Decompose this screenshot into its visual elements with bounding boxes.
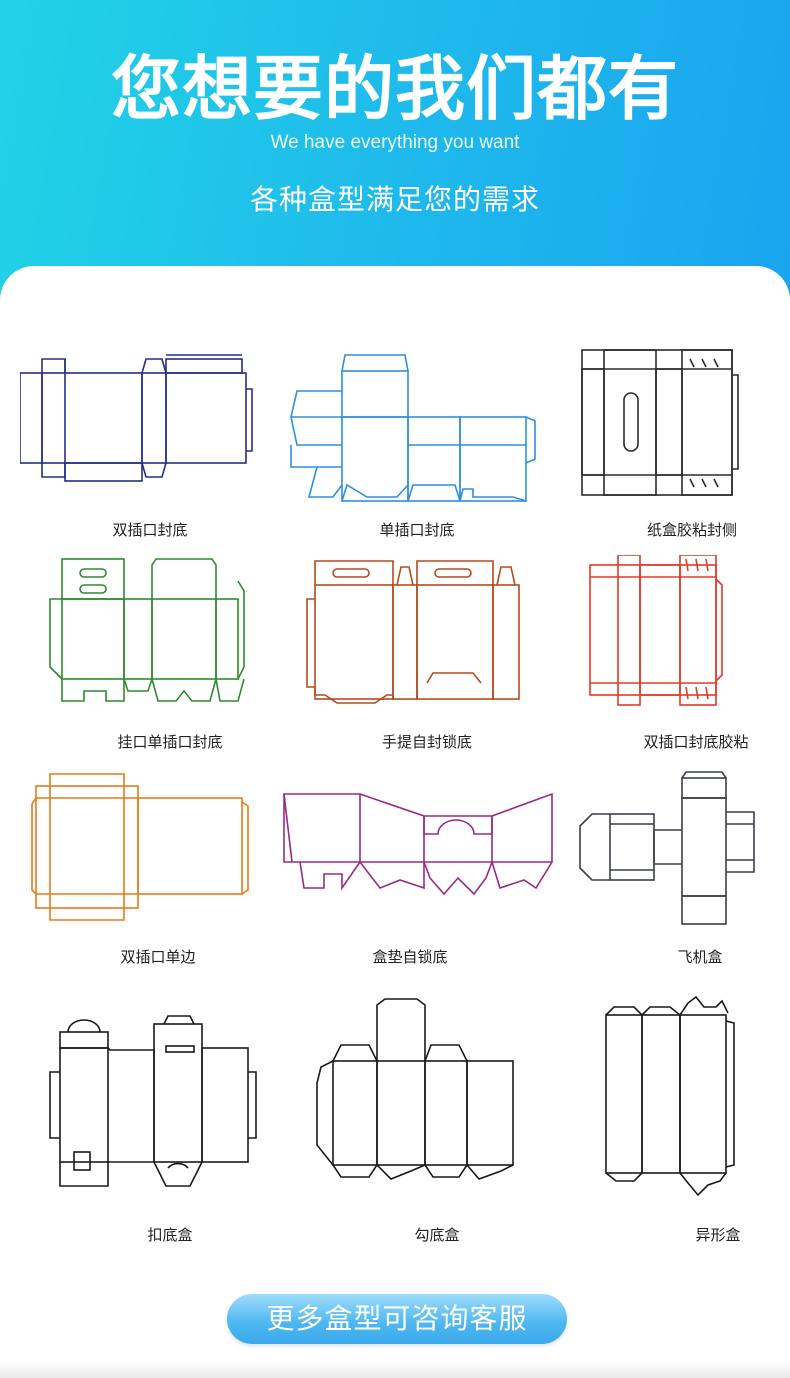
hook-bottom-box-dieline-icon: [316, 998, 514, 1180]
contact-service-button[interactable]: 更多盒型可咨询客服: [227, 1294, 567, 1344]
double-tuck-bottom-dieline-icon: [20, 354, 253, 482]
double-tuck-glued-dieline-icon: [589, 555, 723, 706]
page-title: 您想要的我们都有: [111, 48, 679, 130]
bottom-shade: [0, 1362, 790, 1378]
box-type-label: 双插口封底胶粘: [643, 733, 749, 751]
box-type-card: 盒垫自锁底: [280, 770, 553, 970]
box-type-label: 纸盒胶粘封侧: [646, 521, 737, 539]
special-shape-box-dieline-icon: [605, 995, 735, 1197]
handle-lock-bottom-dieline-icon: [306, 560, 520, 704]
box-type-label: 双插口封底: [112, 521, 188, 539]
box-type-card: 手提自封锁底: [297, 555, 557, 755]
box-type-card: 飞机盒: [570, 770, 790, 970]
insert-lock-bottom-dieline-icon: [283, 792, 553, 896]
box-type-label: 飞机盒: [677, 948, 723, 966]
box-type-label: 双插口单边: [120, 948, 196, 966]
box-type-label: 勾底盒: [414, 1226, 460, 1244]
box-type-card: 异形盒: [588, 985, 790, 1250]
snap-bottom-box-dieline-icon: [49, 1015, 257, 1187]
page-tagline: 各种盒型满足您的需求: [249, 183, 540, 216]
box-type-card: 纸盒胶粘封侧: [562, 345, 790, 545]
box-type-card: 双插口封底: [20, 345, 280, 545]
box-type-label: 单插口封底: [379, 521, 455, 539]
box-type-label: 手提自封锁底: [381, 733, 472, 751]
box-type-card: 双插口封底胶粘: [566, 555, 790, 755]
mailer-box-dieline-icon: [579, 771, 755, 925]
box-type-label: 异形盒: [695, 1226, 741, 1244]
page-subtitle: We have everything you want: [270, 132, 520, 153]
single-tuck-bottom-dieline-icon: [290, 354, 536, 502]
box-type-card: 双插口单边: [28, 770, 288, 970]
box-type-card: 扣底盒: [40, 1010, 300, 1250]
box-type-panel: [0, 266, 790, 1378]
box-type-label: 盒垫自锁底: [372, 948, 448, 966]
hang-tab-single-tuck-dieline-icon: [49, 558, 245, 702]
box-type-card: 勾底盒: [307, 995, 567, 1250]
double-tuck-single-side-dieline-icon: [31, 773, 249, 921]
glued-side-dieline-icon: [581, 349, 739, 496]
box-type-label: 扣底盒: [147, 1226, 193, 1244]
box-type-card: 挂口单插口封底: [40, 555, 300, 755]
box-type-card: 单插口封底: [287, 345, 547, 545]
box-type-label: 挂口单插口封底: [117, 733, 223, 751]
